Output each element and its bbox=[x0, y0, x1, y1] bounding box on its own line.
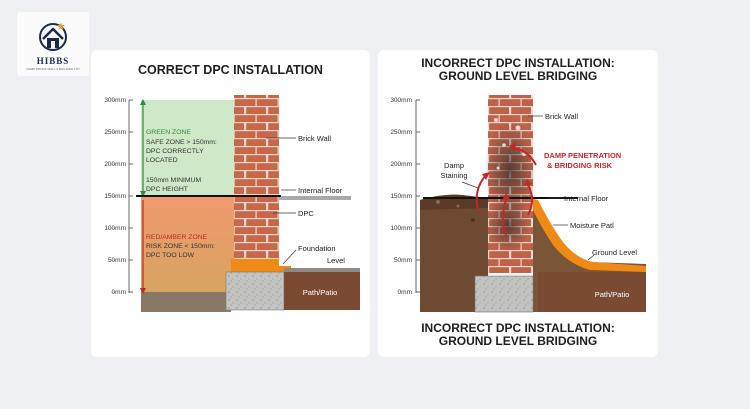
incorrect-dpc-panel: INCORRECT DPC INSTALLATION: GROUND LEVEL… bbox=[378, 50, 658, 357]
min-height-line1: 150mm MINIMUM bbox=[146, 177, 201, 184]
dpc-label: DPC bbox=[298, 209, 314, 218]
green-zone-line1: SAFE ZONE > 150mm: bbox=[146, 139, 217, 146]
scale-tick-300: 300mm bbox=[390, 97, 412, 104]
scale-tick-200: 200mm bbox=[390, 161, 412, 168]
brick-wall bbox=[234, 95, 279, 259]
incorrect-dpc-diagram: 300mm 250mm 200mm 150mm 100mm 50mm 0mm bbox=[390, 95, 646, 313]
path-patio-label: Path/Patio bbox=[595, 290, 630, 299]
raised-soil bbox=[420, 194, 488, 312]
amber-zone-line2: DPC TOO LOW bbox=[146, 252, 195, 259]
concrete-footing bbox=[225, 271, 285, 311]
moisture-arrow-right bbox=[527, 184, 533, 216]
green-zone bbox=[141, 100, 239, 196]
damp-staining-label-1: Damp bbox=[444, 161, 464, 170]
scale-tick-0: 0mm bbox=[398, 289, 412, 296]
ground-level-label: Ground Level bbox=[592, 248, 637, 257]
scale-tick-300: 300mm bbox=[104, 97, 126, 104]
internal-floor bbox=[279, 196, 351, 200]
moisture-path-label: Moisture Patl bbox=[570, 221, 614, 230]
moisture-arrow-left bbox=[475, 174, 487, 211]
ground-left bbox=[141, 292, 231, 312]
moisture-arrow-top bbox=[512, 147, 537, 166]
path-patio-label: Path/Patio bbox=[303, 288, 338, 297]
scale-tick-250: 250mm bbox=[104, 129, 126, 136]
amber-zone bbox=[141, 197, 239, 293]
damp-penetration-label-1: DAMP PENETRATION bbox=[544, 151, 621, 160]
path-patio bbox=[538, 272, 646, 312]
incorrect-bottom-title: INCORRECT DPC INSTALLATION: GROUND LEVEL… bbox=[378, 322, 658, 348]
scale-tick-200: 200mm bbox=[104, 161, 126, 168]
scale-tick-250: 250mm bbox=[390, 129, 412, 136]
amber-zone-title: RED/AMBER ZONE bbox=[146, 234, 208, 241]
amber-zone-line1: RISK ZONE < 150mm: bbox=[146, 243, 215, 250]
scale-tick-150: 150mm bbox=[390, 193, 412, 200]
foundation-label: Foundation bbox=[298, 244, 336, 253]
brick-wall-label: Brick Wall bbox=[298, 134, 331, 143]
incorrect-title-line2: GROUND LEVEL BRIDGING bbox=[438, 69, 598, 83]
damp-penetration-label-2: & BRIDGING RISK bbox=[547, 161, 613, 170]
moisture-path-band bbox=[530, 198, 646, 272]
green-zone-title: GREEN ZONE bbox=[146, 129, 191, 136]
concrete-footing bbox=[474, 275, 534, 313]
incorrect-title-line1: INCORRECT DPC INSTALLATION: bbox=[421, 56, 615, 70]
damp-stain bbox=[484, 120, 536, 220]
logo-tagline: DAMP PROOF WALL & BUILDING LTD bbox=[26, 67, 80, 71]
scale-tick-50: 50mm bbox=[394, 257, 412, 264]
scale-tick-0: 0mm bbox=[112, 289, 126, 296]
brick-wall-label: Brick Wall bbox=[545, 112, 578, 121]
incorrect-bottom-title-line2: GROUND LEVEL BRIDGING bbox=[438, 334, 598, 348]
min-height-line2: DPC HEIGHT bbox=[146, 186, 188, 193]
correct-dpc-panel: CORRECT DPC INSTALLATION bbox=[91, 50, 370, 357]
internal-floor-label: Internal Floor bbox=[564, 194, 609, 203]
green-zone-line2: DPC CORRECTLY bbox=[146, 148, 204, 155]
scale-tick-150: 150mm bbox=[104, 193, 126, 200]
incorrect-panel-title: INCORRECT DPC INSTALLATION: GROUND LEVEL… bbox=[378, 57, 658, 83]
scale-tick-50: 50mm bbox=[108, 257, 126, 264]
scale-tick-100: 100mm bbox=[390, 225, 412, 232]
logo-name: HIBBS bbox=[36, 56, 70, 66]
house-icon bbox=[39, 22, 67, 51]
damp-staining-label-2: Staining bbox=[440, 171, 467, 180]
incorrect-bottom-title-line1: INCORRECT DPC INSTALLATION: bbox=[421, 321, 615, 335]
internal-floor-label: Internal Floor bbox=[298, 186, 343, 195]
foundation-orange bbox=[231, 259, 279, 272]
correct-panel-title: CORRECT DPC INSTALLATION bbox=[138, 63, 323, 77]
path-patio bbox=[284, 272, 360, 310]
level-label: Level bbox=[327, 256, 345, 265]
green-zone-line3: LOCATED bbox=[146, 157, 178, 164]
moisture-arrow-center bbox=[502, 199, 507, 236]
scale-tick-100: 100mm bbox=[104, 225, 126, 232]
correct-dpc-diagram: 300mm 250mm 200mm 150mm 100mm 50mm 0mm G… bbox=[104, 95, 360, 312]
company-logo: HIBBS DAMP PROOF WALL & BUILDING LTD bbox=[17, 12, 89, 76]
